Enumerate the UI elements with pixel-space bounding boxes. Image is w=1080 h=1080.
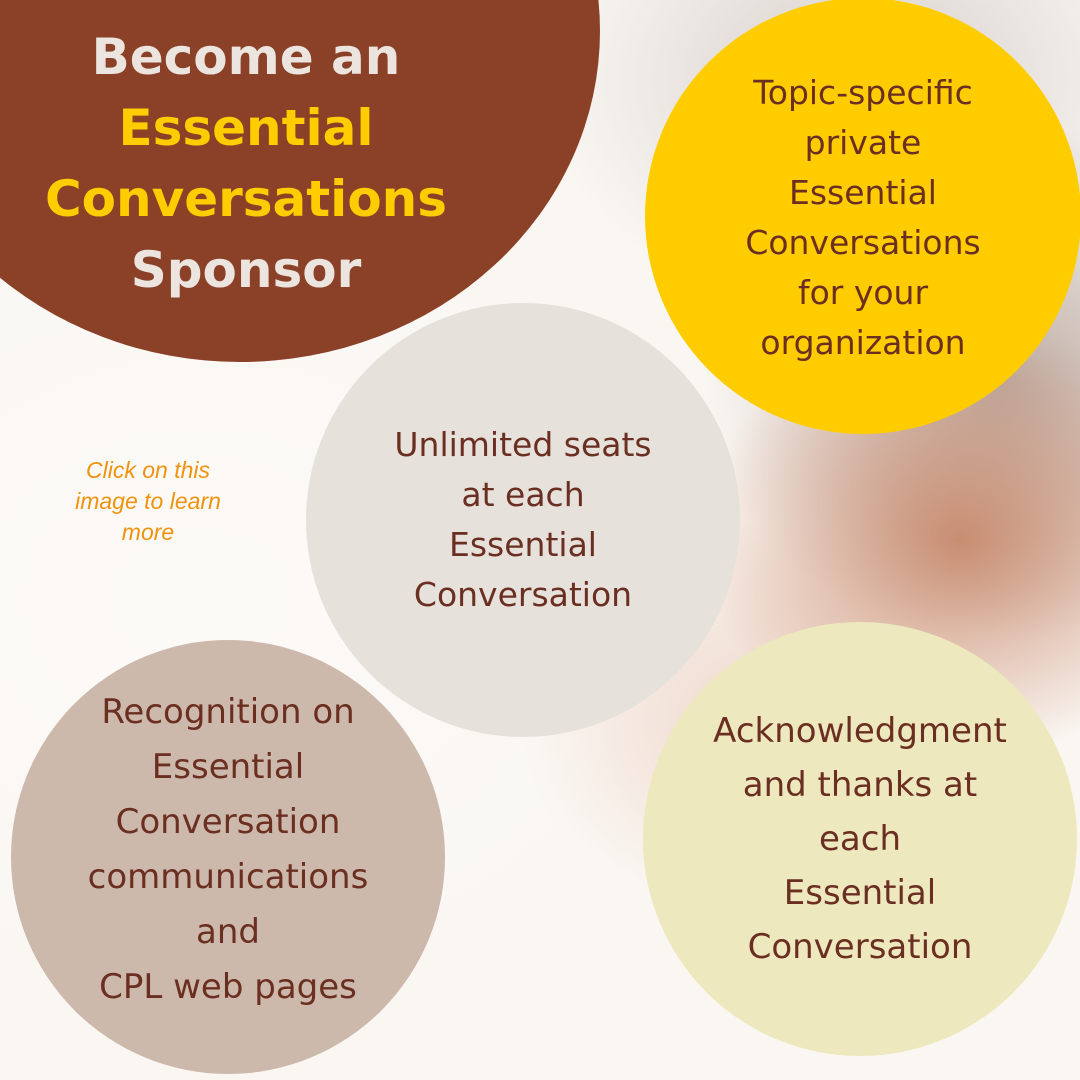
benefit-circle-private-conversations: Topic-specific private Essential Convers…	[645, 0, 1080, 434]
click-to-learn-more-link[interactable]: Click on this image to learn more	[75, 457, 221, 545]
benefit-circle-acknowledgment: Acknowledgment and thanks at each Essent…	[643, 622, 1077, 1056]
benefit-text: Acknowledgment and thanks at each Essent…	[713, 711, 1007, 967]
benefit-circle-recognition: Recognition on Essential Conversation co…	[11, 640, 445, 1074]
title-line-1: Become an	[91, 28, 401, 86]
title-line-2: Essential	[118, 99, 374, 157]
title-line-4: Sponsor	[130, 241, 362, 299]
benefit-text: Unlimited seats at each Essential Conver…	[394, 425, 652, 614]
benefit-text: Topic-specific private Essential Convers…	[745, 73, 981, 362]
benefit-text: Recognition on Essential Conversation co…	[87, 692, 369, 1007]
page-title: Become an Essential Conversations Sponso…	[0, 22, 492, 306]
benefit-circle-unlimited-seats: Unlimited seats at each Essential Conver…	[306, 303, 740, 737]
title-line-3: Conversations	[44, 170, 448, 228]
